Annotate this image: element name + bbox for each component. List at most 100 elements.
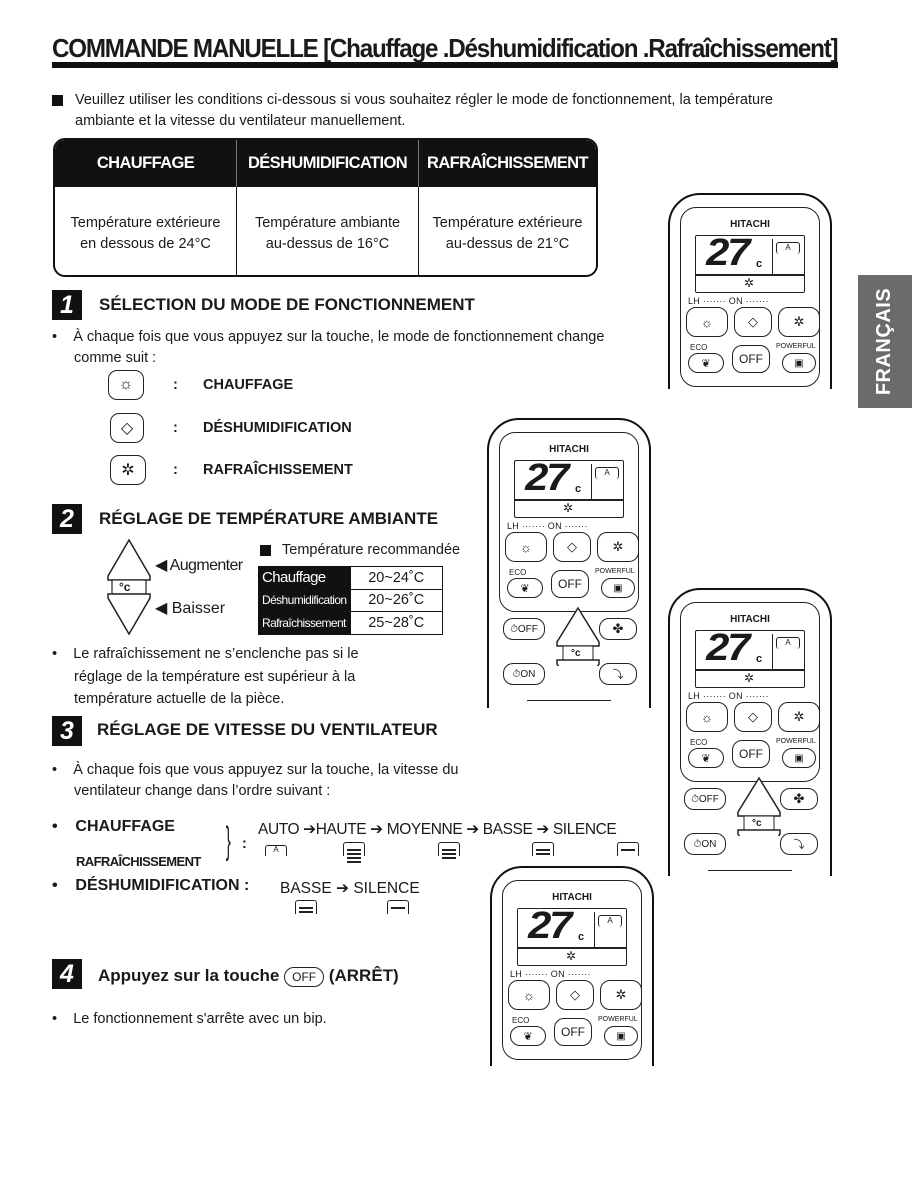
step-number-3: 3 — [52, 716, 82, 746]
sun-icon: ☼ — [520, 539, 532, 555]
language-tab: FRANÇAIS — [858, 275, 912, 408]
fan-auto-icon: A — [595, 467, 619, 479]
colon: : — [173, 420, 178, 436]
sun-icon: ☼ — [701, 709, 713, 725]
remote-panel — [680, 207, 820, 387]
heat-button[interactable]: ☼ — [508, 980, 550, 1010]
on-indicator: LH ······· ON ······· — [688, 296, 769, 306]
eco-button[interactable]: ❦ — [507, 578, 543, 598]
mode-label: CHAUFFAGE — [203, 377, 294, 393]
celsius-label: °c — [119, 580, 131, 594]
fan-high-icon — [343, 842, 365, 863]
step-number-4: 4 — [52, 959, 82, 989]
timer-off-button[interactable]: ⏱OFF — [503, 618, 545, 640]
off-button[interactable]: OFF — [551, 570, 589, 598]
section-heading: Appuyez sur la touche OFF (ARRÊT) — [98, 966, 399, 987]
drop-icon: ◇ — [567, 539, 577, 554]
cool-label: RAFRAÎCHISSEMENT — [76, 854, 201, 869]
remote-control-temperature: HITACHI 27 c A ✲ LH ······· ON ······· ☼… — [487, 418, 651, 708]
powerful-button[interactable]: ▣ — [782, 353, 816, 373]
cool-mode-icon: ✲ — [110, 455, 146, 485]
eco-label: ECO — [690, 738, 708, 747]
on-indicator: LH ······· ON ······· — [510, 969, 591, 979]
lcd-display: 27 c A ✲ — [695, 232, 805, 293]
eco-label: ECO — [509, 568, 527, 577]
powerful-button[interactable]: ▣ — [782, 748, 816, 768]
fan-auto-icon: A — [265, 845, 287, 856]
swing-button[interactable]: ⤵ — [599, 663, 637, 685]
snow-icon: ✲ — [793, 314, 805, 329]
temp-up-icon — [107, 538, 151, 581]
step-number-2: 2 — [52, 504, 82, 534]
remote-control-off: HITACHI 27 c A ✲ LH ······· ON ······· ☼… — [490, 866, 654, 1066]
powerful-label: POWERFUL — [595, 568, 635, 575]
dehumidify-button[interactable]: ◇ — [553, 532, 591, 562]
lcd-display: 27 c A ✲ — [695, 627, 805, 688]
lcd-display: 27 c A ✲ — [517, 905, 627, 966]
cool-button[interactable]: ✲ — [778, 307, 820, 337]
section-heading: SÉLECTION DU MODE DE FONCTIONNEMENT — [99, 295, 475, 314]
brand-logo: HITACHI — [730, 219, 770, 230]
heat-button[interactable]: ☼ — [686, 307, 728, 337]
dehumidify-button[interactable]: ◇ — [556, 980, 594, 1010]
heat-button[interactable]: ☼ — [505, 532, 547, 562]
temperature-readout: 27 — [528, 905, 572, 947]
sun-icon: ☼ — [523, 987, 535, 1003]
brand-logo: HITACHI — [552, 892, 592, 903]
dehumidify-button[interactable]: ◇ — [734, 702, 772, 732]
heat-mode-icon: ☼ — [108, 370, 144, 400]
remote-body — [668, 193, 832, 389]
off-button[interactable]: OFF — [732, 740, 770, 768]
temp-up-down-button[interactable] — [555, 606, 601, 666]
powerful-button[interactable]: ▣ — [601, 578, 635, 598]
fan-speed-button[interactable]: ✤ — [780, 788, 818, 810]
temp-up-down-button[interactable] — [736, 776, 782, 836]
cool-button[interactable]: ✲ — [597, 532, 639, 562]
unit-label: c — [756, 258, 763, 270]
increase-label: ◀ Augmenter — [155, 557, 243, 574]
eco-label: ECO — [512, 1016, 530, 1025]
powerful-label: POWERFUL — [598, 1016, 638, 1023]
leaf-icon: ❦ — [701, 357, 711, 370]
powerful-icon: ▣ — [613, 582, 623, 594]
swing-button[interactable]: ⤵ — [780, 833, 818, 855]
cool-button[interactable]: ✲ — [778, 702, 820, 732]
intro-text: Veuillez utiliser les conditions ci-dess… — [75, 90, 773, 132]
section-heading: RÉGLAGE DE TEMPÉRATURE AMBIANTE — [99, 509, 439, 528]
timer-on-button[interactable]: ⏱ON — [684, 833, 726, 855]
leaf-icon: ❦ — [701, 752, 711, 765]
bullet-text: • Le fonctionnement s'arrête avec un bip… — [52, 1011, 327, 1027]
on-indicator: LH ······· ON ······· — [688, 691, 769, 701]
remote-body — [668, 588, 832, 876]
timer-off-button[interactable]: ⏱OFF — [684, 788, 726, 810]
unit-label: c — [756, 653, 763, 665]
off-button[interactable]: OFF — [732, 345, 770, 373]
heat-button[interactable]: ☼ — [686, 702, 728, 732]
powerful-label: POWERFUL — [776, 343, 816, 350]
fan-speed-button[interactable]: ✤ — [599, 618, 637, 640]
mode-icon: ✲ — [563, 501, 574, 515]
fan-low-icon — [295, 900, 317, 914]
title-underline — [52, 62, 838, 68]
eco-button[interactable]: ❦ — [688, 353, 724, 373]
sun-icon: ☼ — [701, 314, 713, 330]
drop-icon: ◇ — [748, 709, 758, 724]
bullet-text: • À chaque fois que vous appuyez sur la … — [52, 762, 459, 799]
bullet-square — [260, 545, 271, 556]
decrease-label: ◀ Baisser — [155, 600, 226, 617]
fan-speed-sequence: AUTO ➔HAUTE ➔ MOYENNE ➔ BASSE ➔ SILENCE — [258, 821, 617, 838]
rec-mode: Chauffage — [258, 566, 351, 590]
swing-icon: ⤵ — [612, 669, 624, 681]
cool-button[interactable]: ✲ — [600, 980, 642, 1010]
bullet-square — [52, 95, 63, 106]
off-button[interactable]: OFF — [554, 1018, 592, 1046]
heat-label: • CHAUFFAGE — [52, 818, 175, 835]
powerful-button[interactable]: ▣ — [604, 1026, 638, 1046]
eco-button[interactable]: ❦ — [688, 748, 724, 768]
dehumidify-button[interactable]: ◇ — [734, 307, 772, 337]
eco-button[interactable]: ❦ — [510, 1026, 546, 1046]
cooling-note: • Le rafraîchissement ne s’enclenche pas… — [52, 646, 359, 707]
timer-on-button[interactable]: ⏱ON — [503, 663, 545, 685]
fan-icon: ✤ — [612, 621, 624, 636]
